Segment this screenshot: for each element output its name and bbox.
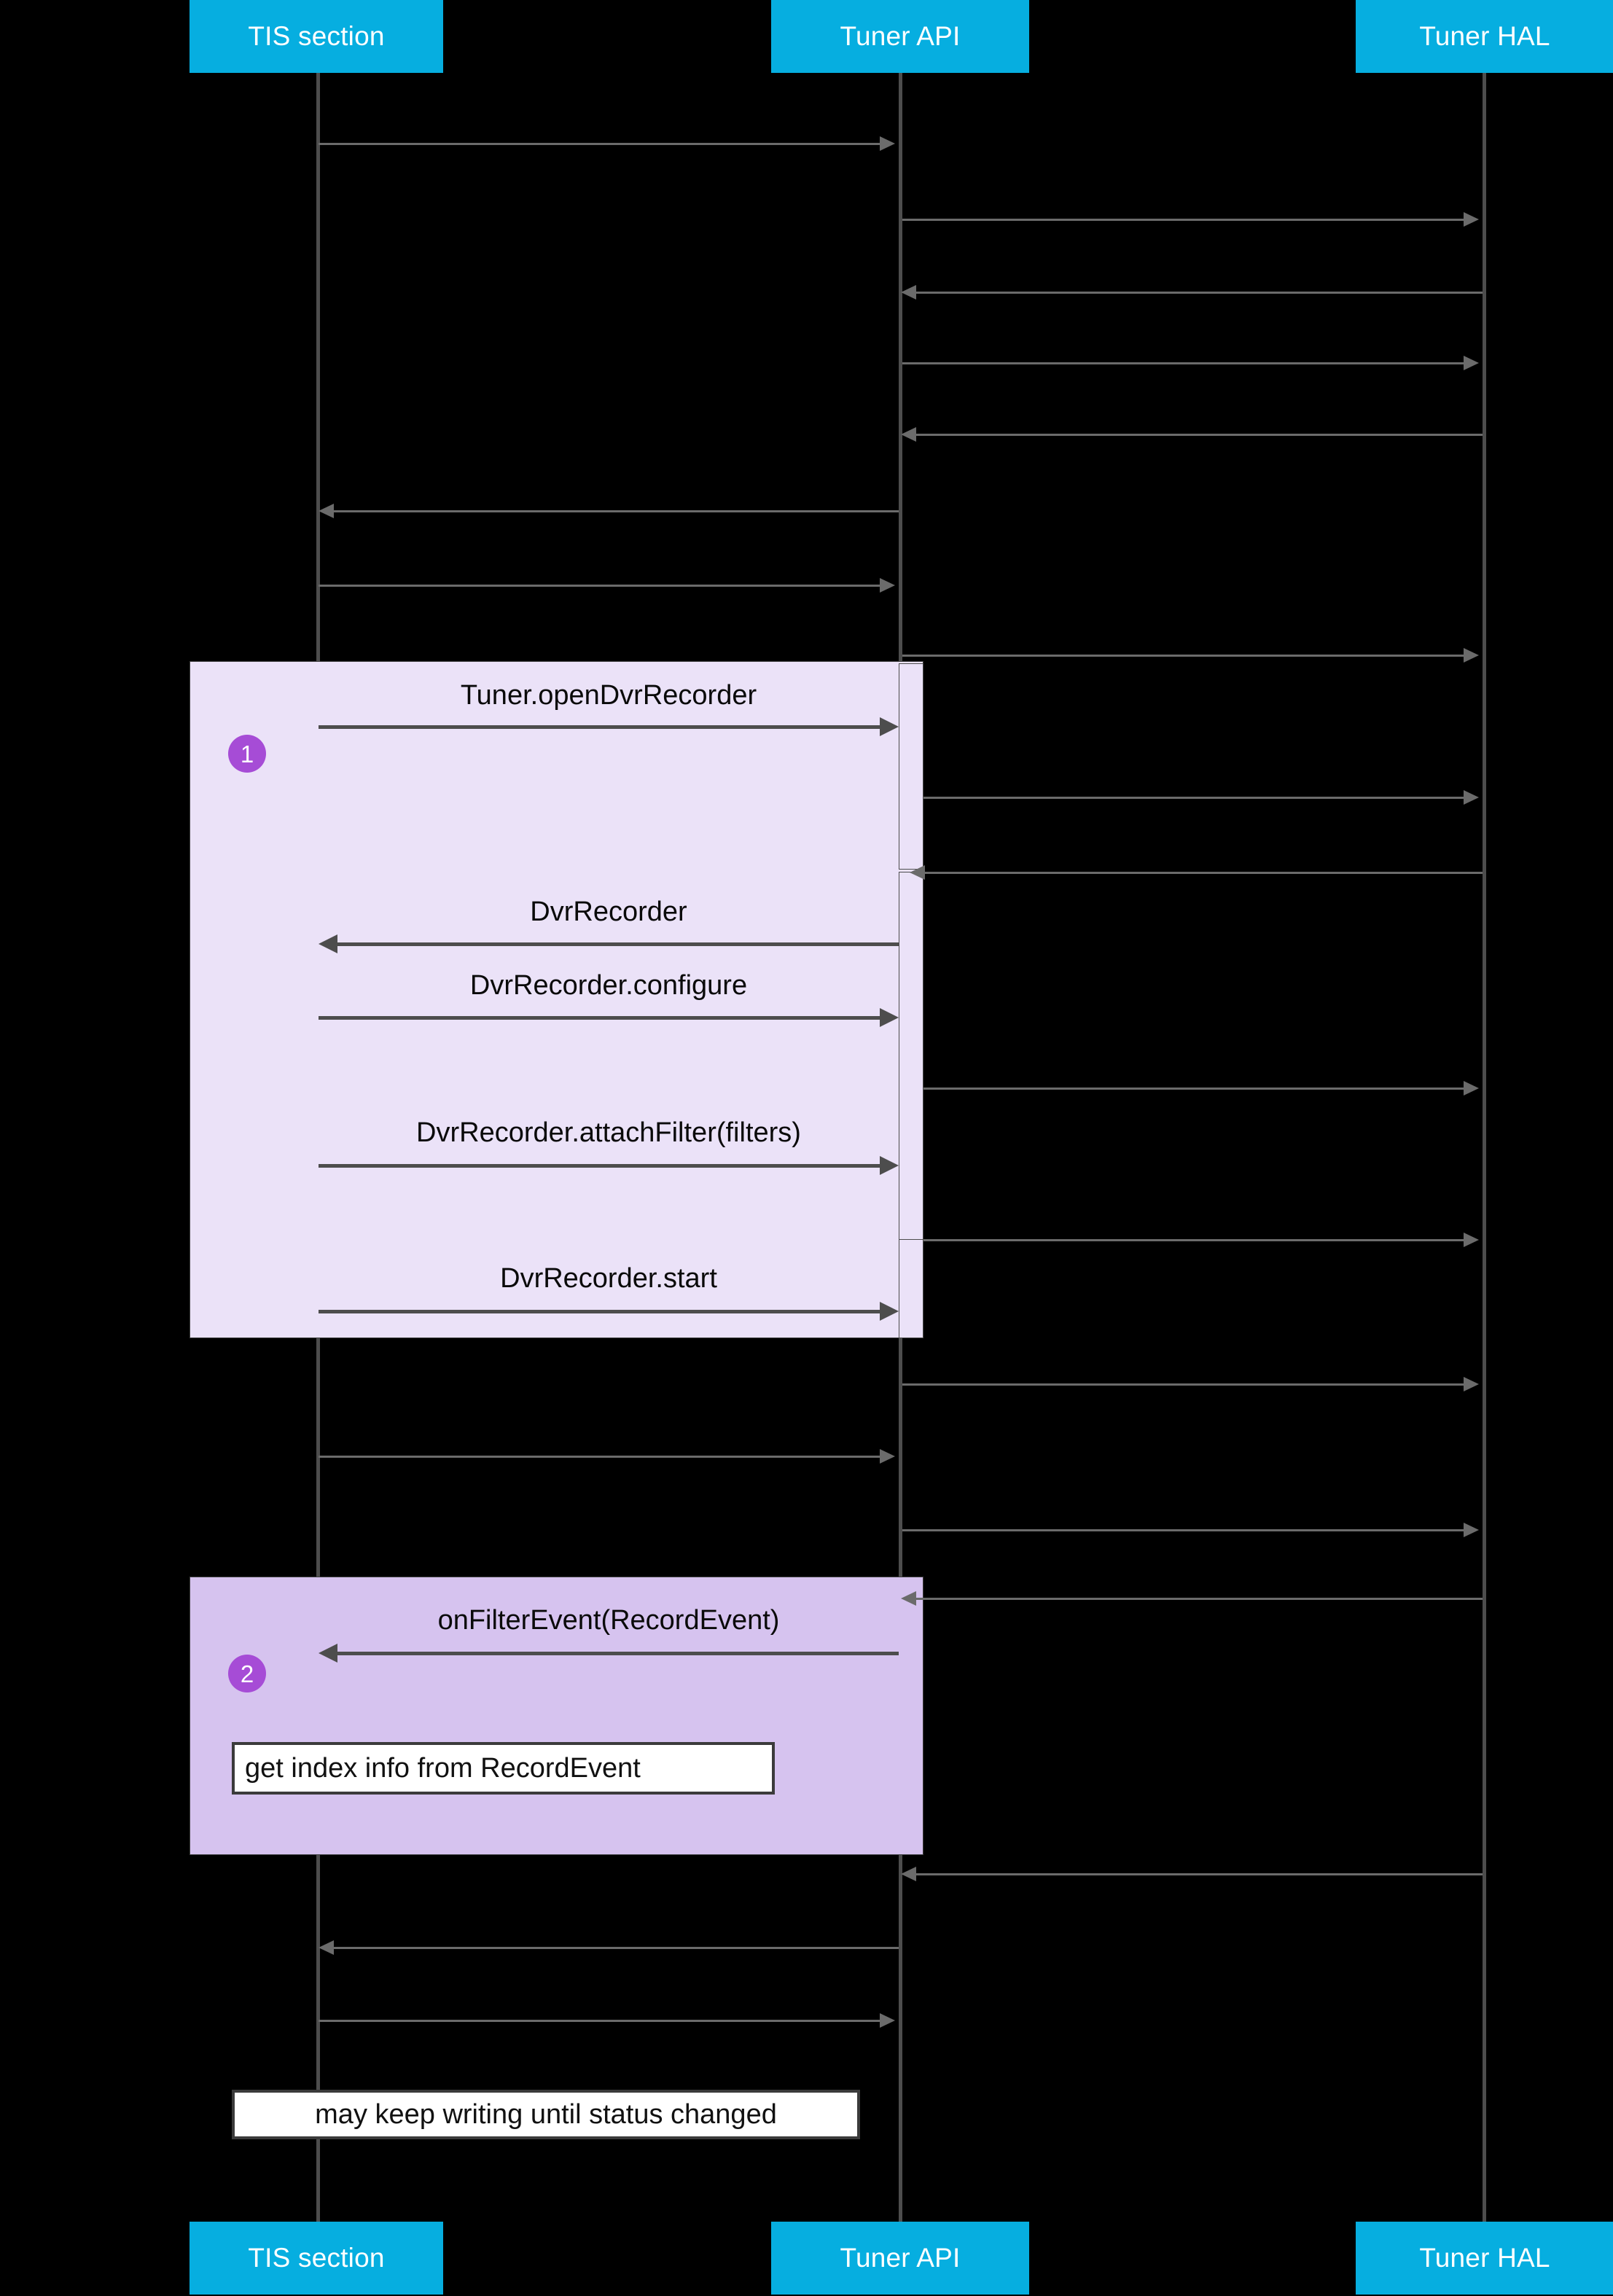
message-label-dvr-recorder-configure: DvrRecorder.configure xyxy=(469,970,748,1001)
participant-footer-api: Tuner API xyxy=(771,2222,1029,2295)
participant-label: TIS section xyxy=(248,2243,385,2273)
message-label-on-filter-event: onFilterEvent(RecordEvent) xyxy=(437,1605,780,1636)
message-label-dvr-recorder-return: DvrRecorder xyxy=(530,897,687,927)
section-badge-number: 1 xyxy=(240,740,254,768)
activation-bar-api-1 xyxy=(899,663,923,870)
section-badge-number: 2 xyxy=(240,1660,254,1687)
participant-header-hal: Tuner HAL xyxy=(1356,0,1613,73)
participant-footer-hal: Tuner HAL xyxy=(1356,2222,1613,2295)
activation-bar-api-3 xyxy=(899,1239,923,1338)
section-1-badge: 1 xyxy=(228,735,266,773)
section-2-highlight xyxy=(190,1577,923,1855)
participant-label: Tuner API xyxy=(840,21,961,51)
section-1-highlight xyxy=(190,661,923,1338)
message-label-open-dvr-recorder: Tuner.openDvrRecorder xyxy=(460,680,757,711)
participant-footer-tis: TIS section xyxy=(190,2222,443,2295)
participant-header-tis: TIS section xyxy=(190,0,443,73)
participant-header-api: Tuner API xyxy=(771,0,1029,73)
message-label-dvr-recorder-start: DvrRecorder.start xyxy=(500,1263,717,1294)
participant-label: Tuner HAL xyxy=(1419,21,1550,51)
section-2-badge: 2 xyxy=(228,1655,266,1692)
participant-label: TIS section xyxy=(248,21,385,51)
note-text: get index info from RecordEvent xyxy=(245,1753,641,1784)
participant-label: Tuner API xyxy=(840,2243,961,2273)
lifeline-hal xyxy=(1483,73,1486,2223)
note-get-index-info: get index info from RecordEvent xyxy=(232,1742,775,1795)
message-label-dvr-recorder-attach-filter: DvrRecorder.attachFilter(filters) xyxy=(416,1117,801,1148)
participant-label: Tuner HAL xyxy=(1419,2243,1550,2273)
note-text: may keep writing until status changed xyxy=(315,2099,777,2130)
note-may-keep-writing: may keep writing until status changed xyxy=(232,2090,860,2139)
